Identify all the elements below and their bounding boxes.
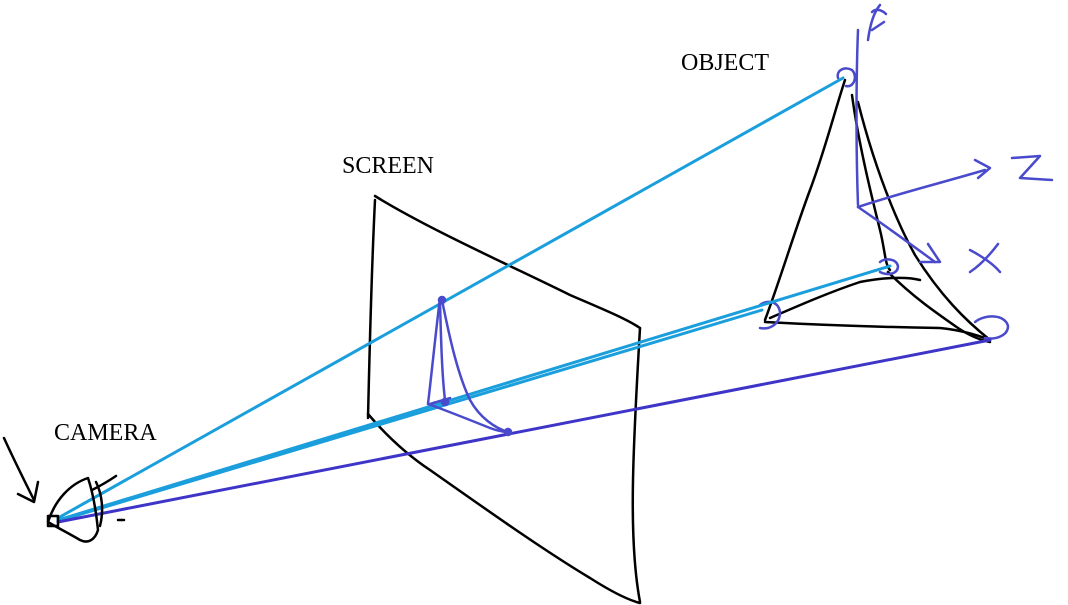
screen-plane	[366, 194, 642, 605]
camera-pointer-arrow	[2, 436, 40, 504]
z-axis-line	[856, 168, 987, 209]
projected-image	[426, 295, 513, 437]
object-axes	[855, 3, 1054, 274]
ray-to-back-vertex	[56, 264, 892, 522]
camera-label: CAMERA	[54, 420, 157, 446]
x-axis-label-mark	[968, 242, 1002, 274]
z-axis-arrowhead	[973, 158, 992, 180]
object-pyramid	[763, 78, 992, 344]
ray-to-left-vertex	[56, 308, 764, 523]
x-axis-arrowhead	[918, 242, 942, 264]
screen-label: SCREEN	[342, 153, 434, 179]
y-axis-line	[855, 28, 860, 207]
ray-to-right-vertex	[56, 338, 992, 524]
ray-to-top-vertex	[56, 76, 845, 520]
y-axis-label-mark	[866, 3, 888, 42]
object-label: OBJECT	[681, 50, 769, 76]
object-vertex-markers	[758, 67, 1010, 340]
x-axis-line	[856, 205, 937, 264]
projection-rays	[56, 76, 992, 524]
z-axis-label-mark	[1010, 154, 1054, 182]
camera-eye	[46, 474, 126, 543]
